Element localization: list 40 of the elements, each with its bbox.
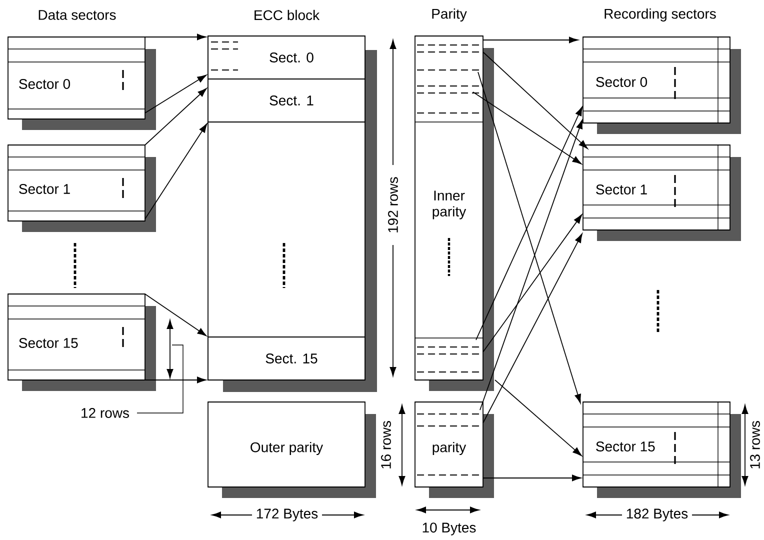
- arrow: [482, 214, 582, 352]
- column-heading: Recording sectors: [604, 8, 716, 22]
- data-sector-box: Sector 15: [8, 294, 156, 391]
- sector-band: Sect. 0: [208, 36, 366, 80]
- arrow: [482, 36, 578, 44]
- dimension-label: 192 rows: [388, 177, 398, 232]
- arrow: [482, 233, 582, 424]
- arrow: [144, 74, 207, 114]
- node-label: ECC block: [254, 10, 320, 20]
- dimension-label: 172 Bytes: [256, 508, 318, 522]
- arrow: [482, 52, 588, 149]
- arrow: [480, 120, 583, 410]
- parity-column: Inner parity: [414, 36, 494, 391]
- sector-band: Sect. 15: [208, 336, 366, 380]
- arrow: [494, 380, 582, 456]
- arrow: [144, 123, 208, 220]
- arrow: [144, 88, 207, 146]
- parity-box: Outer parity: [208, 402, 376, 498]
- dimension-label: 10 Bytes: [422, 522, 476, 536]
- recording-sector-box: Sector 15: [582, 402, 741, 498]
- dimension-label: 182 Bytes: [626, 508, 688, 522]
- arrow: [144, 34, 206, 40]
- leader-line: [136, 344, 184, 414]
- parity-box: parity: [414, 402, 494, 498]
- column-heading: Parity: [432, 8, 467, 22]
- sector-band: Sect. 1: [208, 78, 366, 122]
- arrow: [478, 72, 581, 404]
- arrow: [472, 92, 582, 164]
- arrow: [144, 294, 207, 336]
- arrow: [476, 106, 583, 340]
- recording-sector-box: Sector 0: [582, 36, 741, 134]
- column-heading: Data sectors: [38, 10, 116, 20]
- recording-sector-box: Sector 1: [582, 144, 741, 241]
- data-sector-box: Sector 0: [8, 36, 156, 130]
- arrow: [482, 474, 582, 482]
- data-sector-box: Sector 1: [8, 144, 156, 232]
- arrow: [144, 376, 206, 384]
- dimension-label: 16 rows: [381, 421, 391, 468]
- dimension-label: 13 rows: [750, 421, 760, 468]
- dimension-label: 12 rows: [82, 408, 129, 418]
